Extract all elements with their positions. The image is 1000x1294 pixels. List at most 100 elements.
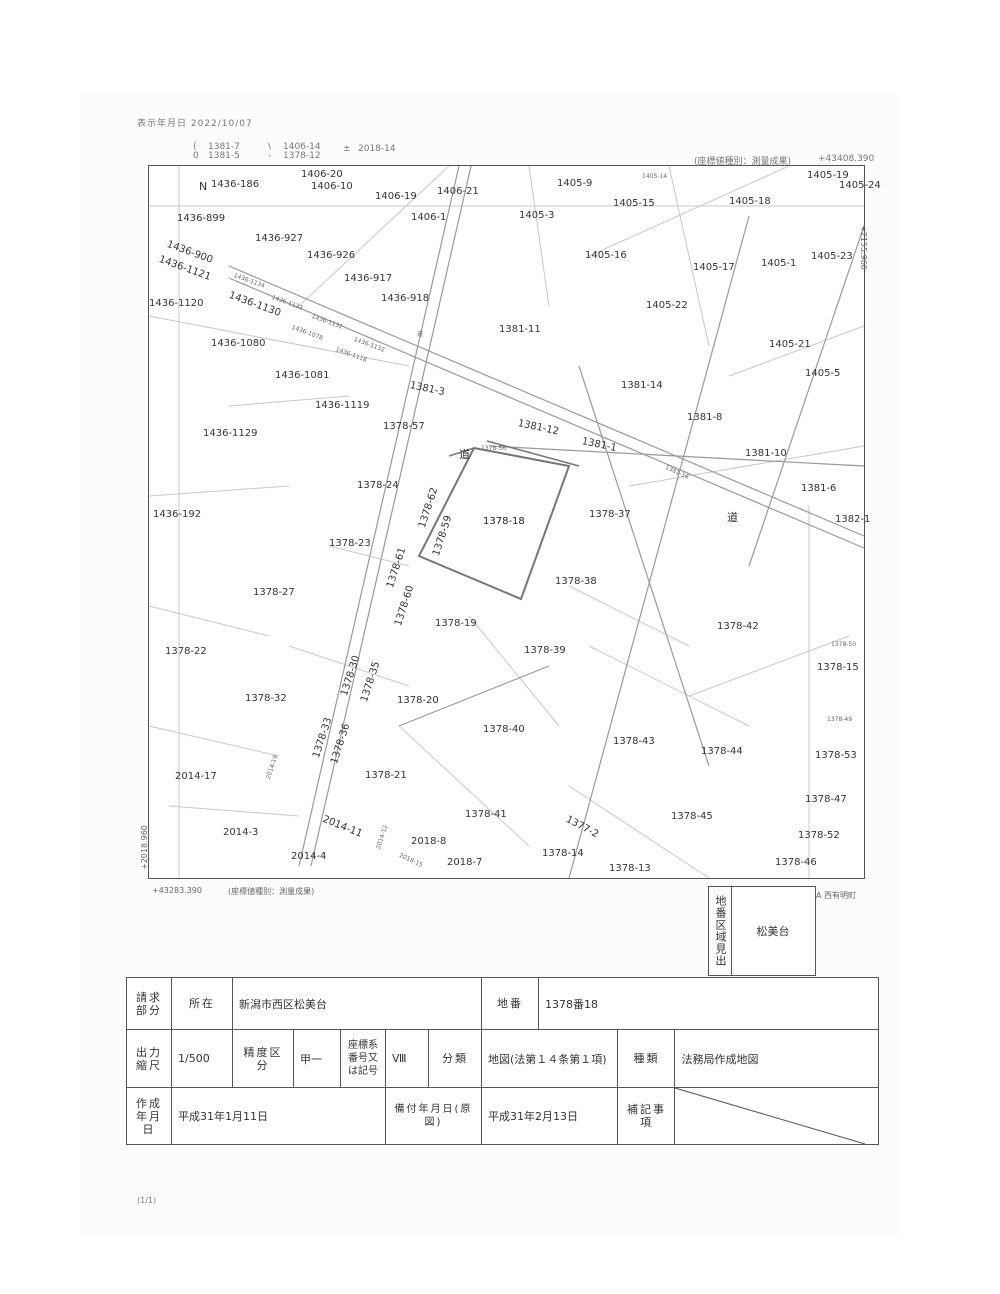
coord-system-label: 座標系番号又は記号 (340, 1029, 386, 1088)
parcel-label: 1406-20 (301, 169, 343, 180)
parcel-label: 1378-37 (589, 509, 631, 520)
map-frame: N 道 道 道 1378-18 1436-186 1406-20 1406-10… (148, 165, 881, 879)
created-value: 平成31年1月11日 (171, 1087, 386, 1145)
parcel-label: 1405-19 (807, 170, 849, 181)
parcel-label: 1381-6 (801, 483, 837, 494)
parcel-label: 2014-17 (175, 771, 217, 782)
page-number: (1/1) (137, 1196, 157, 1205)
parcel-label: 1436-918 (381, 293, 430, 304)
precision-label: 精度区分 (232, 1029, 294, 1088)
parcel-label: 1405-23 (811, 251, 853, 262)
lot-label: 地番 (481, 977, 539, 1030)
parcel-label: 1436-1119 (315, 400, 370, 411)
parcel-label: 1406-21 (437, 186, 479, 197)
parcel-label: 1405-15 (613, 198, 655, 209)
location-value: 新潟市西区松美台 (232, 977, 482, 1030)
parcel-label: 1436-899 (177, 213, 226, 224)
parcel-label: 1436-927 (255, 233, 304, 244)
parcel-label: 1381-11 (499, 324, 541, 335)
type-label: 種類 (617, 1029, 676, 1088)
legend-label: 地番区域見出 (709, 887, 732, 975)
parcel-label: 1378-22 (165, 646, 207, 657)
parcel-label: 1382-1 (835, 514, 871, 525)
parcel-label: 1405-24 (839, 180, 881, 191)
parcel-label: 2014-4 (291, 851, 327, 862)
parcel-label: 1378-24 (357, 480, 399, 491)
parcel-label: 1378-27 (253, 587, 295, 598)
parcel-label: 1378-15 (817, 662, 859, 673)
parcel-label: 1436-1080 (211, 338, 266, 349)
parcel-label: 1381-14 (621, 380, 663, 391)
parcel-label: 1378-47 (805, 794, 847, 805)
parcel-label: 1378-46 (775, 857, 817, 868)
parcel-label: 1405-18 (729, 196, 771, 207)
key-text-1: 1381-7 (208, 142, 240, 152)
parcel-label: 1436-192 (153, 509, 202, 520)
class-value: 地図(法第１４条第１項) (480, 1029, 619, 1088)
parcel-label: 1378-56 (481, 445, 507, 452)
parcel-label: 1378-38 (555, 576, 597, 587)
parcel-label: 1405-9 (557, 178, 593, 189)
parcel-label: 1405-16 (585, 250, 627, 261)
key-mark-3: \ (268, 142, 272, 152)
parcel-label: 1406-10 (311, 181, 353, 192)
parcel-label: 2018-8 (411, 836, 447, 847)
lot-area-legend: 地番区域見出 松美台 (708, 886, 816, 976)
notes-label: 補記事項 (617, 1087, 676, 1145)
key-text-2: 1381-5 (208, 151, 240, 161)
legend-value: 松美台 (756, 925, 790, 938)
scale-label: 出力縮尺 (126, 1029, 172, 1088)
coord-bottom-left: +43283.390 (152, 886, 202, 895)
parcel-label: 1378-53 (815, 750, 857, 761)
parcel-label: 1405-17 (693, 262, 735, 273)
parcel-label: 1436-186 (211, 179, 260, 190)
created-label: 作成年月日 (126, 1087, 172, 1145)
parcel-label: 1406-1 (411, 212, 447, 223)
parcel-label: 1378-45 (671, 811, 713, 822)
road-label-2: 道 (727, 511, 738, 524)
parcel-label: 1406-19 (375, 191, 417, 202)
parcel-label: 1381-10 (745, 448, 787, 459)
scale-mark: A 西有明町 (816, 891, 857, 900)
type-value: 法務局作成地図 (674, 1029, 879, 1088)
coord-note-bottom: (座標値種別：測量成果) (228, 887, 315, 896)
key-text-3: 1406-14 (283, 142, 321, 152)
parcel-label: 1378-49 (827, 716, 853, 723)
road-label-3: 道 (417, 331, 424, 338)
key-text-4: 1378-12 (283, 151, 321, 161)
stamp-label: 備付年月日(原図) (385, 1087, 482, 1145)
north-label: N (199, 180, 208, 193)
parcel-label: 1405-3 (519, 210, 555, 221)
road-label-1: 道 (459, 448, 470, 461)
parcel-label: 2018-7 (447, 857, 483, 868)
parcel-label: 1436-1120 (149, 298, 204, 309)
parcel-label: 1378-50 (831, 641, 857, 648)
parcel-label: 1405-22 (646, 300, 688, 311)
parcel-label: 1378-43 (613, 736, 655, 747)
parcel-label: 1436-1129 (203, 428, 258, 439)
parcel-label: 1436-1081 (275, 370, 330, 381)
parcel-label: 1378-19 (435, 618, 477, 629)
parcel-label: 1405-1 (761, 258, 797, 269)
coord-top-right: +43408.390 (818, 154, 875, 164)
parcel-label: 1436-917 (344, 273, 393, 284)
parcel-label: 1378-52 (798, 830, 840, 841)
key-mark-4: - (268, 151, 272, 161)
key-mark-2: 0 (193, 151, 199, 161)
map-lines (148, 165, 865, 879)
coord-system-value: Ⅷ (385, 1029, 429, 1088)
location-label: 所在 (171, 977, 233, 1030)
parcel-label: 1381-8 (687, 412, 723, 423)
parcel-label: 1378-41 (465, 809, 507, 820)
parcel-label: 1378-57 (383, 421, 425, 432)
parcel-label: 1378-23 (329, 538, 371, 549)
stamp-value: 平成31年2月13日 (480, 1087, 619, 1145)
scale-value: 1/500 (171, 1029, 233, 1088)
info-table: 請求部分 所在 新潟市西区松美台 地番 1378番18 出力縮尺 1/500 精… (126, 977, 879, 1145)
notes-value (674, 1087, 879, 1145)
coord-side-left: +2018.960 (140, 825, 149, 870)
parcel-label: 1378-42 (717, 621, 759, 632)
key-mark-1: ( (193, 142, 197, 152)
lot-value: 1378番18 (538, 977, 879, 1030)
coord-note-top: (座標値種別：測量成果) (694, 157, 792, 167)
